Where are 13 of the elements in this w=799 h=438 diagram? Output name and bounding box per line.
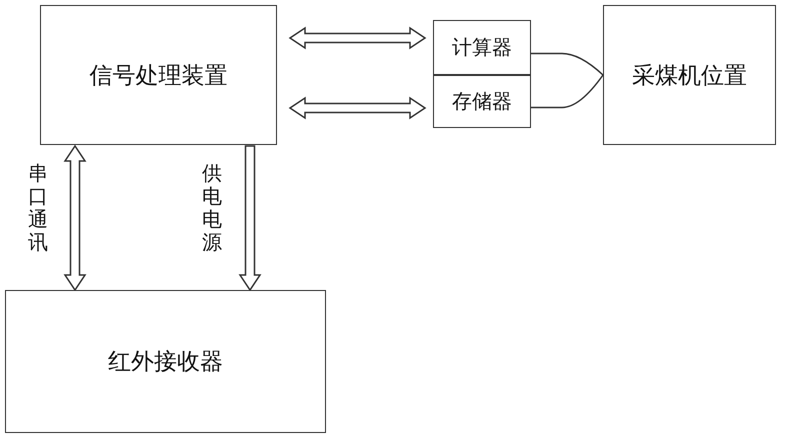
edge-label: 串口通讯 (28, 162, 49, 254)
connector-line (531, 74, 604, 108)
double-arrow (288, 96, 426, 120)
double-arrow (64, 144, 86, 292)
process-box: 计算器 (433, 20, 531, 75)
process-box: 信号处理装置 (40, 5, 277, 145)
edge-label: 供电电源 (202, 162, 223, 254)
process-box: 存储器 (433, 75, 531, 128)
double-arrow (288, 26, 426, 50)
process-box: 红外接收器 (5, 290, 326, 433)
connector-line (531, 52, 604, 76)
arrow (238, 145, 262, 292)
process-box: 采煤机位置 (603, 5, 776, 145)
